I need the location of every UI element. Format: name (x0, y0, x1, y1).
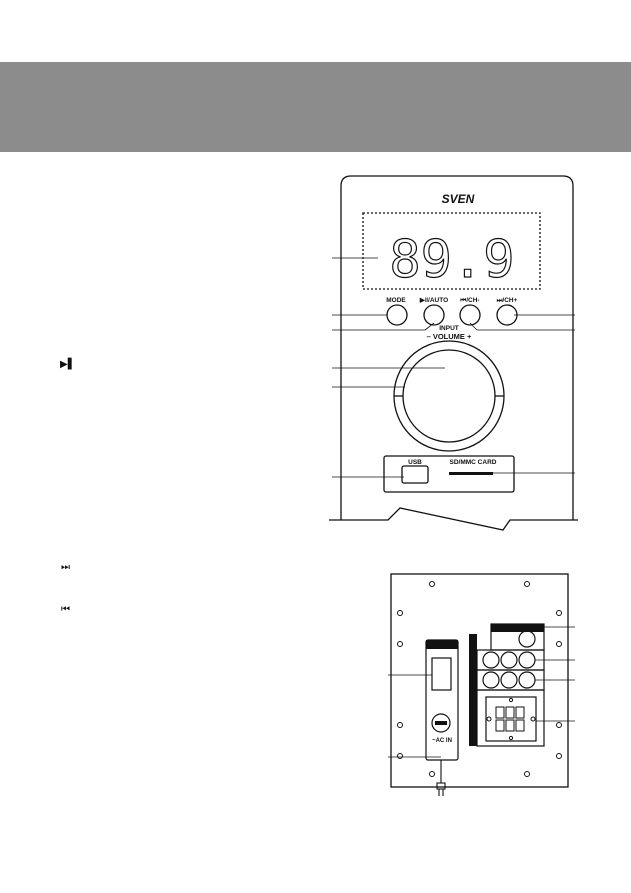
usb-port[interactable] (401, 465, 429, 484)
speaker-side-bar (469, 690, 477, 746)
card-label: SD/MMC CARD (450, 459, 497, 466)
display-window (362, 212, 541, 290)
ac-in-label: ~AC IN (432, 738, 452, 744)
break-line (329, 507, 578, 531)
input-section-header (491, 624, 544, 632)
prev-ch-button[interactable] (459, 304, 481, 326)
speaker-terminal-section (476, 689, 545, 747)
brand-logo: SVEN (442, 192, 475, 206)
rca-jack[interactable] (518, 671, 536, 689)
input-label: INPUT (439, 325, 459, 332)
speaker-clips[interactable] (486, 697, 536, 741)
next-ch-button-label: ⏭/CH+ (497, 297, 518, 304)
power-cord (436, 760, 446, 796)
play-auto-button-label: ▶‖/AUTO (419, 297, 448, 304)
mode-button-label: MODE (386, 297, 406, 304)
callout-line (469, 322, 478, 331)
rca-jack[interactable] (482, 651, 500, 669)
power-module-header (426, 640, 458, 649)
connector-side-bar (469, 634, 477, 690)
play-auto-button[interactable] (423, 304, 445, 326)
rca-jack[interactable] (500, 671, 518, 689)
power-switch[interactable] (431, 657, 452, 691)
media-bay (383, 455, 515, 493)
header-band (0, 62, 631, 152)
callout-line (424, 322, 435, 331)
card-slot[interactable] (449, 472, 493, 475)
mounting-holes (397, 581, 562, 777)
speaker-terminal-block (485, 696, 537, 742)
rca-jack[interactable] (518, 651, 536, 669)
usb-label: USB (408, 459, 422, 466)
front-cabinet-outline (340, 175, 574, 520)
prev-track-icon: ⏮ (61, 604, 70, 615)
volume-label: – VOLUME + (427, 332, 472, 341)
prev-ch-button-label: ⏮/CH- (460, 297, 479, 304)
rca-jack[interactable] (518, 630, 536, 648)
rear-plate (390, 573, 569, 788)
ac-inlet-pins (435, 721, 447, 725)
ac-inlet (431, 713, 451, 733)
play-pause-icon: ▶▌ (60, 359, 76, 370)
rca-jack[interactable] (500, 651, 518, 669)
next-track-icon: ⏭ (61, 562, 70, 573)
display-readout: 89.9 (389, 230, 514, 290)
rca-jack[interactable] (482, 671, 500, 689)
